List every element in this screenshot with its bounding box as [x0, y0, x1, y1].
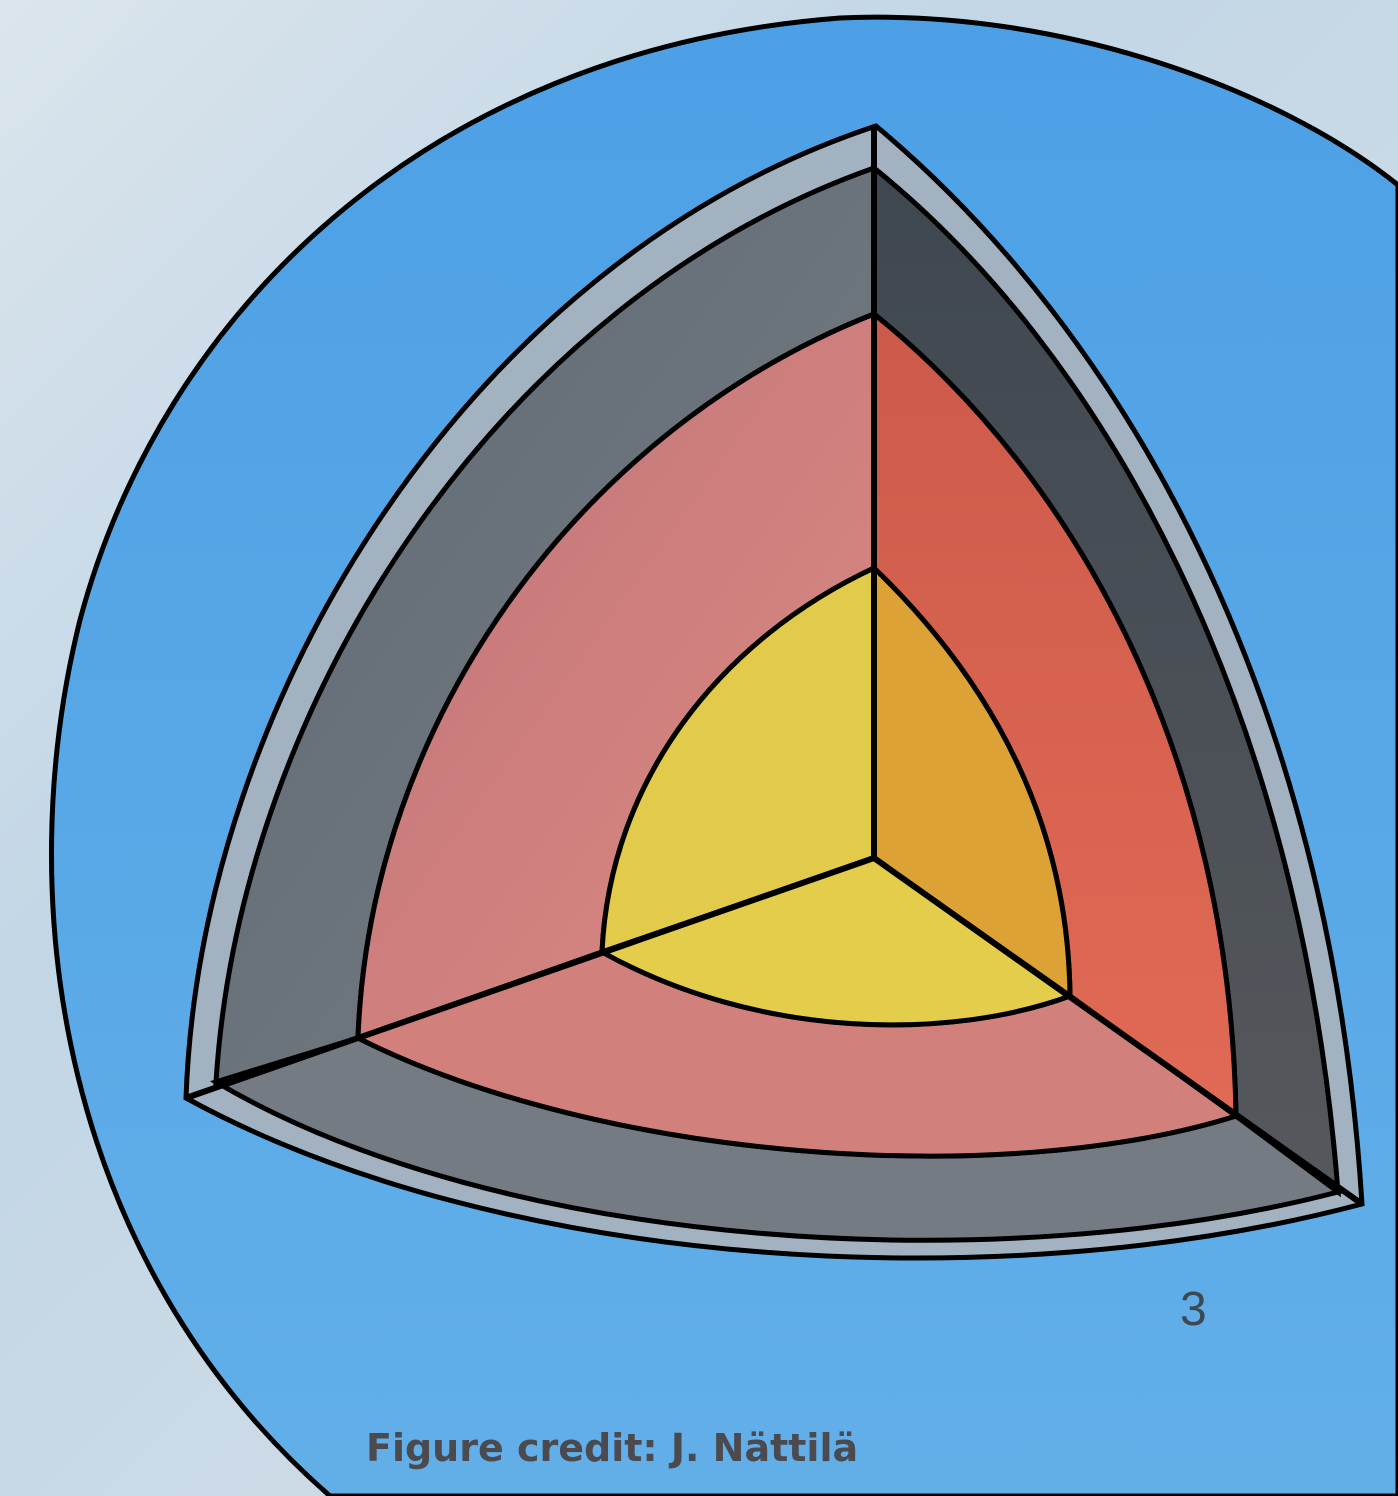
figure-credit: Figure credit: J. Nättilä [366, 1426, 858, 1470]
page-number: 3 [1180, 1282, 1207, 1337]
